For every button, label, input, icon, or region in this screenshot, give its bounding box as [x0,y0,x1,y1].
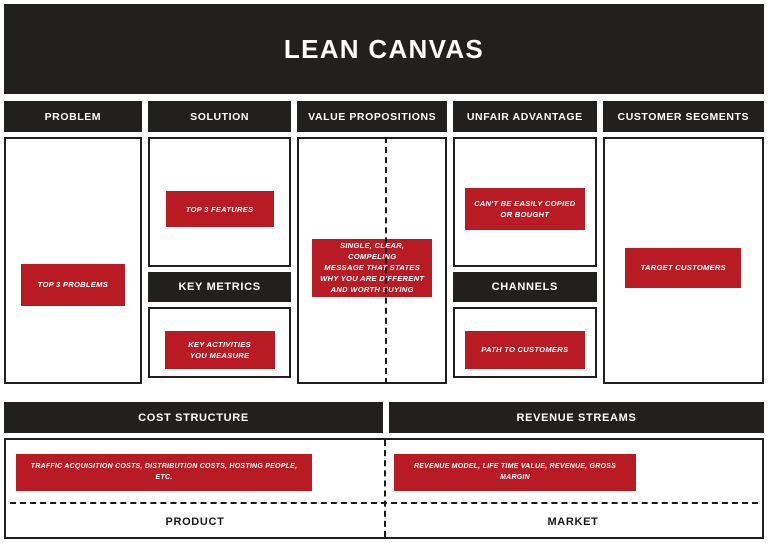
product-market-divider-top [385,137,387,384]
product-market-divider-bottom [384,440,386,537]
column-header-label: VALUE PROPOSITIONS [308,110,437,123]
bottom-header-label: REVENUE STREAMS [516,411,637,424]
column-problem: TOP 3 PROBLEMS [4,137,142,384]
note-top-3-features[interactable]: TOP 3 FEATURES [165,191,274,227]
column-solution: TOP 3 FEATURES KEY METRICS KEY ACTIVITIE… [147,137,292,384]
subheader-label: CHANNELS [491,281,558,293]
cell-problem[interactable]: TOP 3 PROBLEMS [4,137,142,384]
bottom-header-row: COST STRUCTURE REVENUE STREAMS [4,402,764,433]
canvas-body-grid: TOP 3 PROBLEMS TOP 3 FEATURES KEY METRIC… [4,137,764,384]
column-header-label: SOLUTION [190,110,250,123]
column-header-solution: SOLUTION [147,101,292,132]
cell-solution[interactable]: TOP 3 FEATURES [147,137,292,267]
subheader-channels: CHANNELS [452,272,597,302]
column-customer-segments: TARGET CUSTOMERS [602,137,764,384]
cell-channels[interactable]: PATH TO CUSTOMERS [452,307,597,378]
bottom-header-cost-structure: COST STRUCTURE [4,402,383,433]
page-title: LEAN CANVAS [283,33,485,64]
column-header-row: PROBLEM SOLUTION VALUE PROPOSITIONS UNFA… [4,101,764,132]
column-header-problem: PROBLEM [4,101,142,132]
column-header-label: CUSTOMER SEGMENTS [617,110,750,123]
footer-label-product: PRODUCT [165,516,225,528]
column-header-label: PROBLEM [44,110,102,123]
cell-cost-structure[interactable]: TRAFFIC ACQUISITION COSTS, DISTRIBUTION … [6,440,384,537]
bottom-content-box: TRAFFIC ACQUISITION COSTS, DISTRIBUTION … [4,438,764,539]
cell-customer-segments[interactable]: TARGET CUSTOMERS [602,137,764,384]
bottom-header-revenue-streams: REVENUE STREAMS [389,402,764,433]
canvas-title-band: LEAN CANVAS [4,4,764,94]
column-header-value-propositions: VALUE PROPOSITIONS [297,101,447,132]
column-header-unfair-advantage: UNFAIR ADVANTAGE [452,101,597,132]
note-cost-structure-items[interactable]: TRAFFIC ACQUISITION COSTS, DISTRIBUTION … [16,454,312,491]
bottom-header-label: COST STRUCTURE [138,411,249,424]
subheader-key-metrics: KEY METRICS [147,272,292,302]
footer-label-market: MARKET [547,516,599,528]
note-top-3-problems[interactable]: TOP 3 PROBLEMS [20,263,125,306]
note-target-customers[interactable]: TARGET CUSTOMERS [625,247,742,288]
note-revenue-streams-items[interactable]: REVENUE MODEL, LIFE TIME VALUE, REVENUE,… [394,454,636,491]
column-header-label: UNFAIR ADVANTAGE [466,110,583,123]
column-header-customer-segments: CUSTOMER SEGMENTS [602,101,764,132]
note-path-to-customers[interactable]: PATH TO CUSTOMERS [464,330,585,369]
cell-revenue-streams[interactable]: REVENUE MODEL, LIFE TIME VALUE, REVENUE,… [384,440,762,537]
subheader-label: KEY METRICS [178,281,261,293]
